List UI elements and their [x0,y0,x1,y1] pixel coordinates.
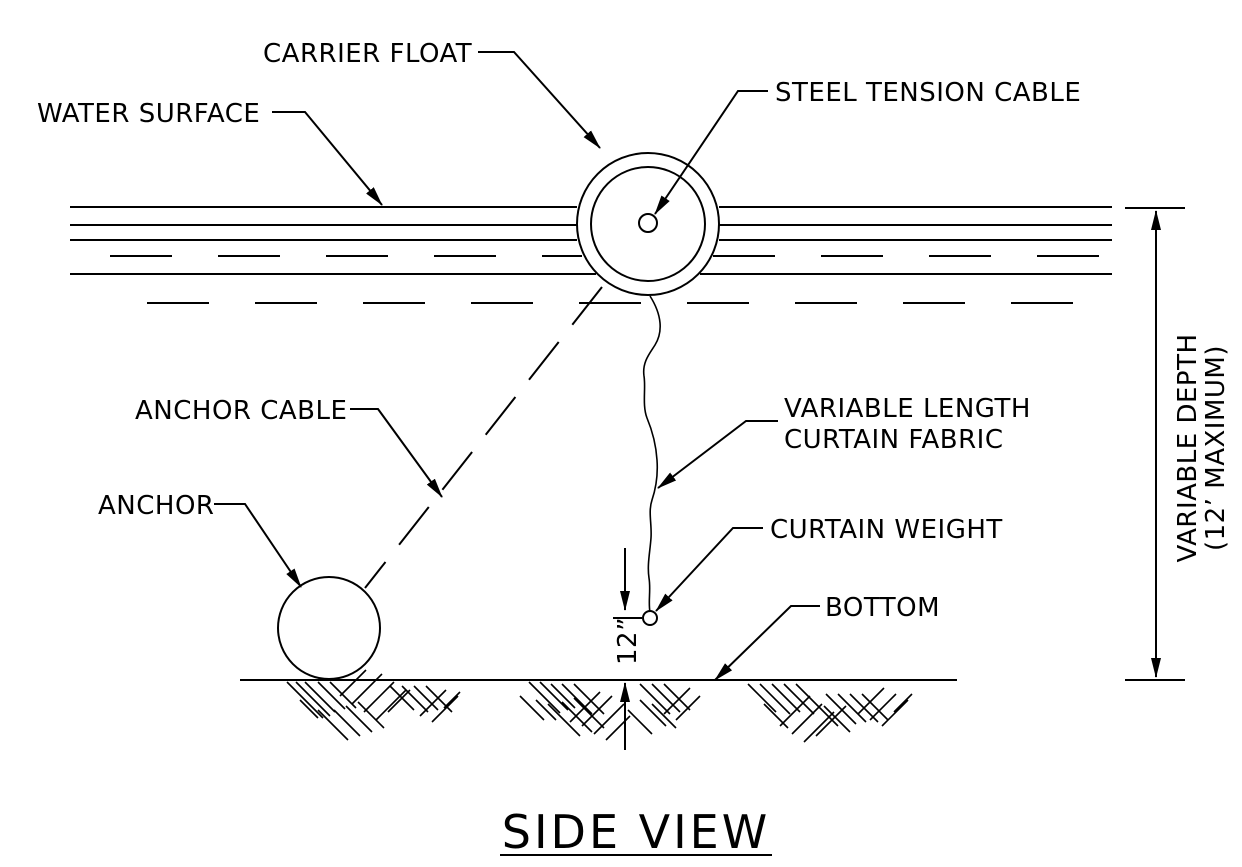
curtain-fabric [642,295,661,613]
curtain-fabric-label-line1: VARIABLE LENGTH [784,394,1031,424]
water-lines [70,206,1112,304]
clearance-label: 12” [613,617,643,665]
variable-depth-label: VARIABLE DEPTH [1173,333,1203,562]
carrier-float-leader [478,51,601,149]
bottom-hatch [286,669,913,743]
carrier-float-inner [590,166,706,282]
carrier-float-outer [576,152,720,296]
water-surface-leader [272,111,383,206]
water-surface-label: WATER SURFACE [37,99,260,129]
bottom-leader [714,605,820,681]
anchor-cable-line [364,286,603,589]
curtain-fabric-label-line2: CURTAIN FABRIC [784,425,1003,455]
anchor-cable-label: ANCHOR CABLE [135,396,347,426]
curtain-weight-label: CURTAIN WEIGHT [770,515,1003,545]
anchor-cable-leader [350,408,443,498]
steel-tension-cable-label: STEEL TENSION CABLE [775,78,1081,108]
steel-tension-cable-dot [638,213,658,233]
carrier-float-label: CARRIER FLOAT [263,39,472,69]
curtain-weight-dot [642,610,658,626]
curtain-fabric-leader [657,420,778,489]
steel-tension-cable-leader [654,90,768,215]
diagram-title: SIDE VIEW [502,805,770,859]
anchor-label: ANCHOR [98,491,214,521]
bottom-label: BOTTOM [825,593,940,623]
curtain-weight-leader [655,527,763,612]
variable-depth-max-label: (12’ MAXIMUM) [1201,345,1231,551]
anchor-leader [214,503,302,588]
anchor-circle [277,576,381,680]
